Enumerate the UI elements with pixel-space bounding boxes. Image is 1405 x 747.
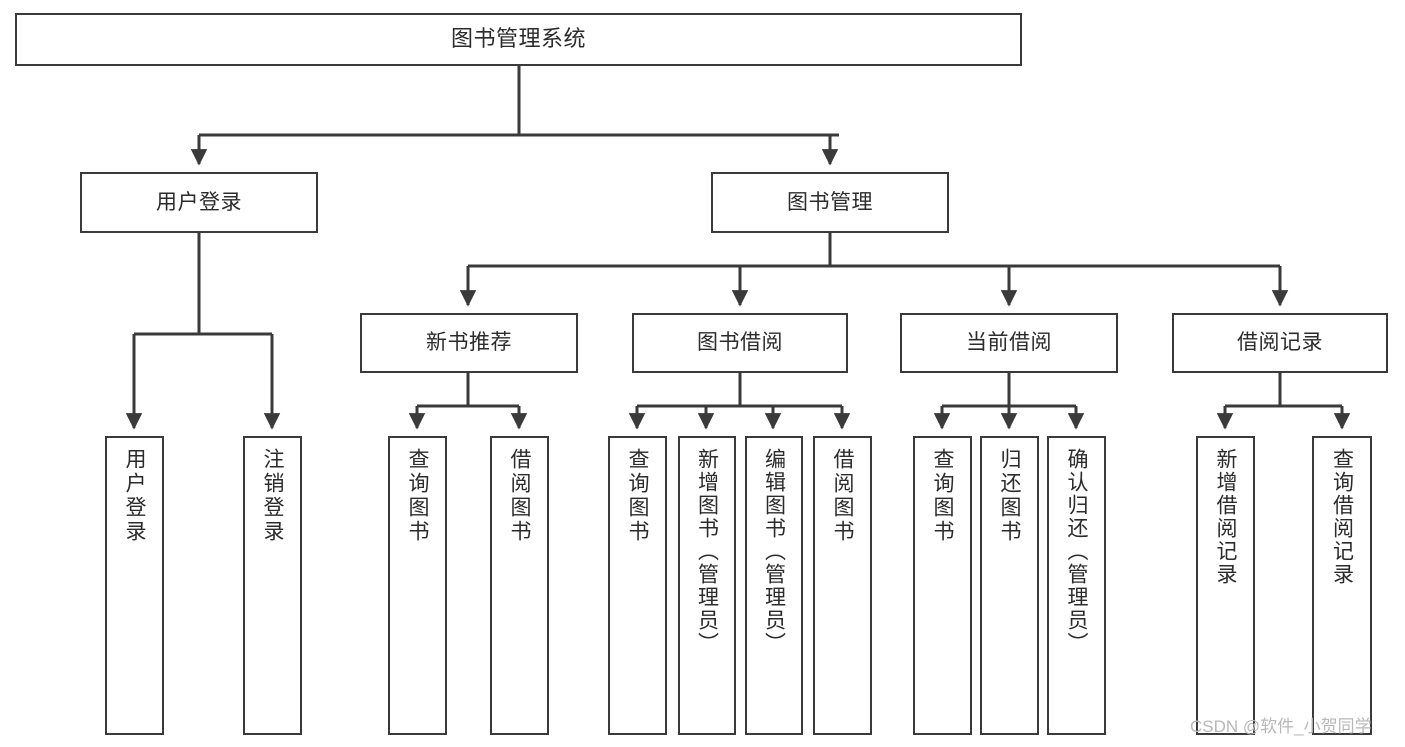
node-new-book-recommend[interactable]: 新书推荐 xyxy=(360,313,578,373)
node-book-management-label: 图书管理 xyxy=(787,190,873,214)
leaf-add-record[interactable]: 新增借阅记录 xyxy=(1196,436,1255,735)
node-root-label: 图书管理系统 xyxy=(450,26,586,52)
leaf-confirm-return-label: 确认归还（管理员） xyxy=(1065,448,1088,655)
leaf-user-login-label: 用户登录 xyxy=(123,448,146,544)
leaf-borrow-book-2[interactable]: 借阅图书 xyxy=(813,436,872,735)
node-borrow-record[interactable]: 借阅记录 xyxy=(1172,313,1388,373)
node-current-borrow[interactable]: 当前借阅 xyxy=(900,313,1118,373)
node-book-management[interactable]: 图书管理 xyxy=(711,172,949,233)
node-book-borrow[interactable]: 图书借阅 xyxy=(632,313,848,373)
node-root[interactable]: 图书管理系统 xyxy=(15,13,1022,66)
leaf-add-book[interactable]: 新增图书（管理员） xyxy=(678,436,736,735)
leaf-query-book-2-label: 查询图书 xyxy=(626,448,649,544)
leaf-user-login[interactable]: 用户登录 xyxy=(105,436,164,735)
leaf-logout-login[interactable]: 注销登录 xyxy=(243,436,302,735)
leaf-add-book-label: 新增图书（管理员） xyxy=(695,448,719,655)
leaf-query-record[interactable]: 查询借阅记录 xyxy=(1312,436,1372,735)
leaf-query-book-2[interactable]: 查询图书 xyxy=(608,436,667,735)
leaf-query-book-3[interactable]: 查询图书 xyxy=(913,436,972,735)
watermark: CSDN @软件_小贺同学 xyxy=(1190,717,1372,736)
node-new-book-recommend-label: 新书推荐 xyxy=(426,331,512,355)
leaf-borrow-book-1[interactable]: 借阅图书 xyxy=(490,436,549,735)
leaf-logout-login-label: 注销登录 xyxy=(261,448,284,544)
node-current-borrow-label: 当前借阅 xyxy=(966,331,1052,355)
node-book-borrow-label: 图书借阅 xyxy=(697,331,783,355)
node-user-login[interactable]: 用户登录 xyxy=(80,172,318,233)
node-borrow-record-label: 借阅记录 xyxy=(1237,331,1323,355)
leaf-edit-book[interactable]: 编辑图书（管理员） xyxy=(745,436,803,735)
leaf-confirm-return[interactable]: 确认归还（管理员） xyxy=(1047,436,1106,735)
leaf-return-book-label: 归还图书 xyxy=(998,448,1021,544)
leaf-add-record-label: 新增借阅记录 xyxy=(1214,448,1237,586)
leaf-return-book[interactable]: 归还图书 xyxy=(980,436,1039,735)
leaf-query-book-1-label: 查询图书 xyxy=(406,448,429,544)
leaf-edit-book-label: 编辑图书（管理员） xyxy=(762,448,786,655)
leaf-borrow-book-2-label: 借阅图书 xyxy=(831,448,854,544)
leaf-query-book-3-label: 查询图书 xyxy=(931,448,954,544)
leaf-query-record-label: 查询借阅记录 xyxy=(1330,448,1354,586)
leaf-borrow-book-1-label: 借阅图书 xyxy=(508,448,531,544)
node-user-login-label: 用户登录 xyxy=(156,190,242,214)
leaf-query-book-1[interactable]: 查询图书 xyxy=(388,436,447,735)
